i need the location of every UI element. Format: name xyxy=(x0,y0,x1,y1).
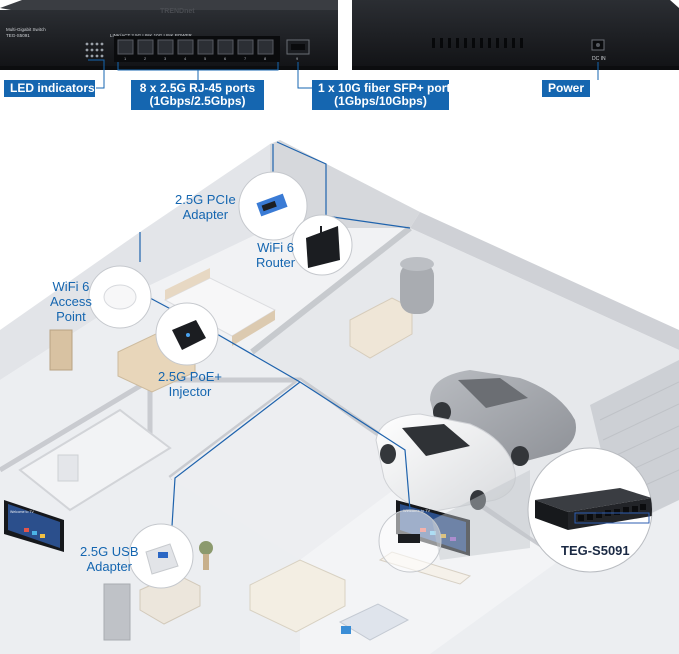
bed xyxy=(163,268,277,346)
sfp-port-line1: 1 x 10G fiber SFP+ port xyxy=(318,81,451,95)
pcie-adapter-label: 2.5G PCIe Adapter xyxy=(175,192,236,222)
rj45-port-block xyxy=(114,36,280,62)
callout-connectors xyxy=(88,59,599,89)
usb-adapter-label-line2: Adapter xyxy=(86,559,133,574)
sfp-port xyxy=(286,39,310,55)
white-car xyxy=(375,413,516,513)
switch-model-code: TEG-S5091 xyxy=(6,33,30,38)
wifi6-router-label-line1: WiFi 6 xyxy=(257,240,294,255)
left-tv-welcome-text: Welcome to TV xyxy=(10,510,34,514)
svg-text:3: 3 xyxy=(164,56,167,61)
dc-in-label: DC IN xyxy=(592,56,606,62)
port-numbers: 1 2 3 4 5 6 7 8 9 xyxy=(124,56,299,61)
pcie-adapter-label-line1: 2.5G PCIe xyxy=(175,192,236,207)
wifi6-access-point-bubble xyxy=(88,265,152,329)
rj45-ports-callout: 8 x 2.5G RJ-45 ports (1Gbps/2.5Gbps) xyxy=(131,80,264,110)
svg-text:7: 7 xyxy=(244,56,247,61)
pcie-adapter-label-line2: Adapter xyxy=(182,207,229,222)
svg-text:6: 6 xyxy=(224,56,227,61)
zoom-connector xyxy=(432,470,530,560)
vent-slots xyxy=(432,38,523,48)
poe-injector-bubble xyxy=(155,302,219,366)
sfp-port-callout: 1 x 10G fiber SFP+ port (1Gbps/10Gbps) xyxy=(312,80,451,110)
power-callout-text: Power xyxy=(548,81,585,95)
switch-location-bubble xyxy=(378,509,442,573)
access-point-label-line2: Access xyxy=(50,294,92,309)
switch-rear-view: DC IN xyxy=(352,0,679,70)
house-floorplan: Welcome to TV Welcome to TV xyxy=(0,140,679,654)
switch-model-text: Multi-Gigabit Switch xyxy=(6,27,46,32)
usb-adapter-label-line1: 2.5G USB xyxy=(80,544,139,559)
switch-model-label-text: TEG-S5091 xyxy=(561,543,630,558)
sfp-port-line2: (1Gbps/10Gbps) xyxy=(334,94,427,108)
switch-front-view: Multi-Gigabit Switch TEG-S5091 LINK/ACT … xyxy=(0,0,338,70)
access-point-label-line3: Point xyxy=(56,309,86,324)
rj45-ports-line2: (1Gbps/2.5Gbps) xyxy=(149,94,246,108)
poe-injector-label-line2: Injector xyxy=(168,384,212,399)
poe-injector-label: 2.5G PoE+ Injector xyxy=(158,369,222,399)
poe-injector-label-line1: 2.5G PoE+ xyxy=(158,369,222,384)
wifi6-router-label: WiFi 6 Router xyxy=(256,240,295,270)
svg-text:4: 4 xyxy=(184,56,187,61)
power-callout: Power xyxy=(542,80,590,97)
access-point-label-line1: WiFi 6 xyxy=(52,279,90,294)
svg-text:1: 1 xyxy=(124,56,127,61)
led-indicators-text: LED indicators xyxy=(10,81,95,95)
pcie-adapter-bubble xyxy=(238,171,308,241)
svg-text:5: 5 xyxy=(204,56,207,61)
usb-adapter-label: 2.5G USB Adapter xyxy=(80,544,139,574)
svg-text:2: 2 xyxy=(144,56,147,61)
svg-text:8: 8 xyxy=(264,56,267,61)
led-indicators-callout: LED indicators xyxy=(4,80,95,97)
switch-zoom-bubble xyxy=(527,447,653,573)
rj45-ports-line1: 8 x 2.5G RJ-45 ports xyxy=(139,81,256,95)
switch-brand-emboss: TRENDnet xyxy=(160,8,195,15)
usb-adapter-bubble xyxy=(128,523,194,589)
led-indicators xyxy=(85,42,104,58)
wifi6-router-bubble xyxy=(291,214,353,276)
svg-text:9: 9 xyxy=(296,56,299,61)
wifi6-router-label-line2: Router xyxy=(256,255,296,270)
switch-led-legend: LINK/ACT 2.5G LINK 10G LINK POWER xyxy=(110,33,192,38)
access-point-label: WiFi 6 Access Point xyxy=(50,279,92,324)
switch-model-label: TEG-S5091 xyxy=(561,543,630,558)
left-room-tv: Welcome to TV xyxy=(4,500,64,552)
power-jack: DC IN xyxy=(591,39,606,62)
